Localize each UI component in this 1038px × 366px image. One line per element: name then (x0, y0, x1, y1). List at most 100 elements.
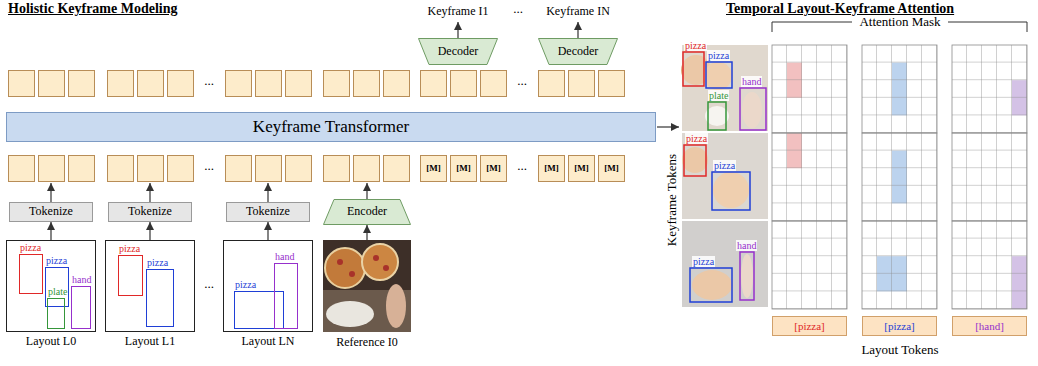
node-label: [M] (574, 163, 589, 173)
connector (149, 222, 150, 240)
box-label: hand (71, 274, 92, 285)
bounding-box (706, 62, 732, 88)
bounding-box (708, 102, 726, 130)
node-label: [M] (426, 163, 441, 173)
thumbnail (681, 45, 768, 131)
caption: Layout L0 (26, 335, 76, 349)
mask-token: [M] (450, 155, 477, 182)
topping (383, 265, 389, 271)
token-group (108, 156, 194, 182)
tokenize-box: Tokenize (9, 202, 93, 222)
grid-block (862, 133, 937, 221)
box-label: pizza (45, 255, 68, 266)
bounding-box (740, 252, 754, 300)
photo-ground (323, 240, 411, 332)
token-group (9, 71, 95, 97)
box-label: pizza (234, 279, 257, 290)
layout-token: [pizza] (772, 316, 847, 336)
output-label: Keyframe I1 (428, 5, 489, 19)
token-group (539, 71, 625, 97)
box-label: plate (708, 90, 729, 101)
box-label: pizza (19, 242, 42, 253)
bounding-box (690, 268, 732, 302)
trapezoid (324, 200, 411, 225)
token-group (324, 71, 410, 97)
grid-block (952, 221, 1027, 309)
axis-title: Layout Tokens (861, 343, 938, 358)
node-label: Tokenize (29, 205, 73, 219)
bounding-box: pizza (19, 254, 43, 294)
grid-block (772, 133, 847, 221)
node-label: [hand] (975, 320, 1004, 333)
output-label: Keyframe IN (546, 5, 610, 19)
box-label: pizza (707, 50, 730, 61)
token-group (226, 71, 312, 97)
bounding-box (740, 88, 766, 130)
thumbnail-boxes (683, 52, 766, 302)
box-label: hand (736, 240, 757, 251)
connector (366, 225, 367, 240)
photo-ground (682, 221, 768, 307)
node-label: Tokenize (128, 205, 172, 219)
box-label: hand (274, 251, 295, 262)
arrow (267, 183, 268, 202)
caption: Layout LN (242, 335, 295, 349)
trapezoid (419, 39, 498, 65)
arrow (657, 126, 679, 127)
fade (682, 221, 768, 307)
box-label: pizza (692, 256, 715, 267)
box-label: plate (47, 286, 68, 297)
output-tokens (9, 71, 625, 97)
decoder-block: Decoder (418, 38, 498, 65)
mask-token: [M] (598, 155, 625, 182)
hand (386, 284, 406, 328)
ellipsis: ... (517, 159, 527, 174)
topping (337, 259, 343, 265)
bounding-box: pizza (146, 269, 174, 327)
token-group (108, 71, 194, 97)
node-label: [pizza] (794, 320, 825, 333)
token-group (421, 71, 507, 97)
plate (326, 301, 374, 327)
ellipsis: ... (204, 277, 214, 292)
ellipsis: ... (513, 2, 523, 17)
node-label: Keyframe Transformer (253, 117, 409, 137)
layout-frame: Layout L0pizzapizzaplatehand (6, 240, 96, 332)
grid-block (952, 133, 1027, 221)
tokenize-box: Tokenize (226, 202, 310, 222)
photo-ground (682, 133, 768, 219)
decoder-block: Decoder (538, 38, 618, 65)
node-label: Tokenize (246, 205, 290, 219)
token-group (324, 156, 410, 182)
node-label: [M] (486, 163, 501, 173)
attention-grid (772, 45, 1027, 309)
caption: Reference I0 (336, 336, 398, 350)
axis-title: Keyframe Tokens (665, 154, 680, 246)
grid-block (772, 45, 847, 133)
ellipsis: ... (204, 74, 214, 89)
layout-frame: Layout LNpizzahand (223, 240, 313, 332)
ellipsis: ... (204, 159, 214, 174)
bounding-box (683, 52, 704, 86)
box-label: hand (741, 76, 762, 87)
node-label: [M] (544, 163, 559, 173)
arrow (149, 183, 150, 202)
layout-frame: Layout L1pizzapizza (105, 240, 195, 332)
layout-token: [pizza] (862, 316, 937, 336)
pizza (325, 248, 365, 288)
bounding-box: hand (71, 286, 91, 329)
mask-token: [M] (420, 155, 447, 182)
section-title: Holistic Keyframe Modeling (8, 1, 178, 17)
pizza (362, 244, 398, 280)
mask-token: [M] (568, 155, 595, 182)
bounding-box: pizza (118, 255, 143, 296)
topping (373, 255, 379, 261)
grid-block (772, 221, 847, 309)
fade (682, 45, 768, 131)
node-label: Encoder (347, 205, 387, 219)
photo-ground (682, 45, 768, 131)
grid-block (952, 45, 1027, 133)
box-label: pizza (684, 40, 707, 51)
box-label: pizza (118, 243, 141, 254)
arrow (50, 183, 51, 202)
